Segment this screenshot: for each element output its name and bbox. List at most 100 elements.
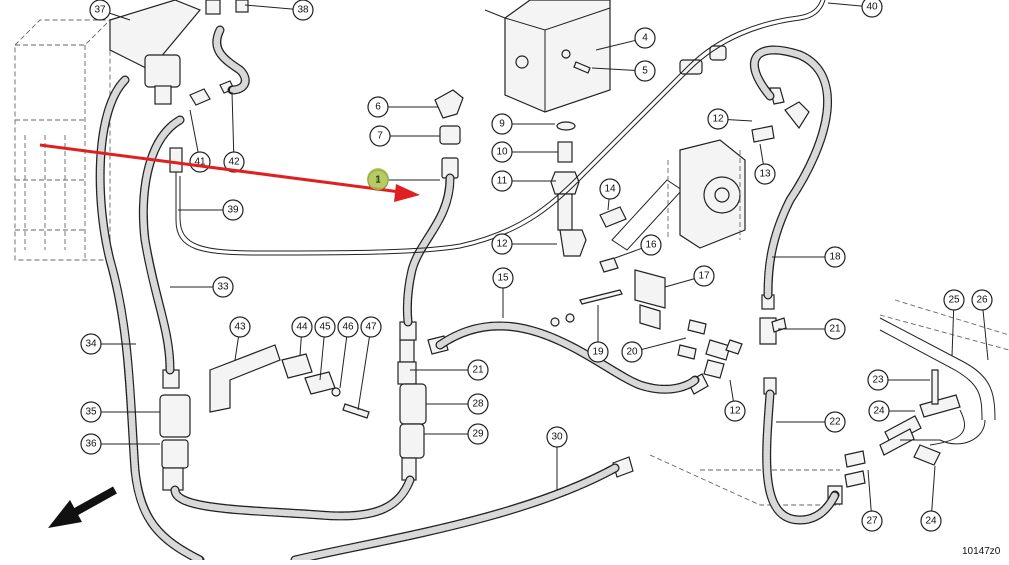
part-number-label: 17 [698, 271, 710, 282]
part-number-label: 7 [377, 131, 383, 142]
annotation-overlay [39, 143, 420, 202]
part-callout-46: 46 [337, 316, 359, 338]
part-callout-5: 5 [634, 60, 656, 82]
valve-box [484, 0, 611, 113]
part-callout-18: 18 [824, 246, 846, 268]
part-callout-34: 34 [80, 333, 102, 355]
part-number-label: 33 [217, 282, 229, 293]
highlighted-part-number: 1 [375, 175, 381, 186]
part-number-label: 47 [365, 322, 377, 333]
part-number-label: 38 [297, 5, 309, 16]
part-number-label: 41 [194, 157, 206, 168]
part-number-label: 12 [712, 114, 724, 125]
part-number-label: 40 [866, 2, 878, 13]
part-number-label: 6 [375, 102, 381, 113]
part-callout-14: 14 [599, 178, 621, 200]
part-number-label: 11 [497, 176, 508, 187]
part-callout-40: 40 [861, 0, 883, 18]
part-number-label: 30 [551, 432, 563, 443]
part-callout-19: 19 [587, 341, 609, 363]
part-callout-9: 9 [491, 113, 513, 135]
part-callout-24: 24 [868, 400, 890, 422]
part-number-label: 29 [472, 429, 484, 440]
part-callout-4: 4 [634, 27, 656, 49]
part-number-label: 4 [642, 33, 648, 44]
part-number-label: 35 [85, 407, 97, 418]
part-callout-21: 21 [467, 359, 489, 381]
part-callout-22: 22 [824, 411, 846, 433]
part-number-label: 14 [604, 184, 616, 195]
leader-line [231, 91, 235, 163]
part-callout-26: 26 [971, 289, 993, 311]
part-callout-7: 7 [369, 125, 391, 147]
machine-frame [14, 19, 1009, 506]
part-callout-27: 27 [861, 510, 883, 532]
red-callout-arrow [39, 143, 401, 194]
part-number-label: 5 [642, 66, 648, 77]
part-callout-38: 38 [292, 0, 314, 21]
part-callout-35: 35 [80, 401, 102, 423]
part-callout-6: 6 [367, 96, 389, 118]
part-callout-20: 20 [621, 341, 643, 363]
part-callout-10: 10 [491, 141, 513, 163]
part-callout-47: 47 [360, 316, 382, 338]
bracket-parts [209, 344, 370, 419]
part-number-label: 45 [319, 322, 331, 333]
part-number-label: 43 [234, 322, 246, 333]
part-callout-16: 16 [640, 234, 662, 256]
part-number-label: 20 [626, 347, 638, 358]
drawing-code: 10147z0 [962, 546, 1001, 557]
part-number-label: 37 [94, 5, 106, 16]
part-callout-12: 12 [707, 108, 729, 130]
part-callout-17: 17 [693, 265, 715, 287]
lines [175, 0, 996, 446]
part-callout-21: 21 [824, 318, 846, 340]
pump-assembly [109, 0, 249, 173]
part-number-label: 42 [228, 157, 240, 168]
part-callout-41: 41 [189, 151, 211, 173]
part-number-label: 36 [85, 439, 97, 450]
part-number-label: 28 [472, 399, 484, 410]
part-callout-24: 24 [920, 510, 942, 532]
part-callout-12: 12 [491, 233, 513, 255]
leader-line [357, 326, 372, 411]
fittings [159, 45, 961, 505]
part-callout-44: 44 [291, 316, 313, 338]
part-callout-23: 23 [867, 369, 889, 391]
part-number-label: 10 [496, 147, 508, 158]
part-number-label: 25 [948, 295, 960, 306]
part-callout-11: 11 [491, 170, 513, 192]
red-arrow-head [394, 184, 420, 202]
part-number-label: 24 [873, 406, 885, 417]
part-callout-33: 33 [212, 276, 234, 298]
belt-drive [667, 139, 746, 249]
part-number-label: 15 [497, 273, 509, 284]
part-number-label: 44 [296, 322, 308, 333]
part-number-label: 13 [759, 169, 771, 180]
part-number-label: 24 [925, 516, 937, 527]
part-callout-37: 37 [89, 0, 111, 21]
part-callout-12: 12 [724, 400, 746, 422]
part-number-label: 34 [85, 339, 97, 350]
highlight-marker [367, 168, 389, 190]
part-callout-39: 39 [222, 199, 244, 221]
part-number-label: 16 [645, 240, 657, 251]
part-callout-29: 29 [467, 423, 489, 445]
part-number-label: 39 [227, 205, 239, 216]
part-callout-36: 36 [80, 433, 102, 455]
part-number-label: 9 [499, 119, 505, 130]
part-number-label: 21 [472, 365, 484, 376]
callout-layer: 3738404567891011121213141516171819202121… [80, 0, 993, 532]
part-number-label: 27 [866, 516, 878, 527]
part-callout-28: 28 [467, 393, 489, 415]
part-number-label: 22 [829, 417, 841, 428]
part-callout-43: 43 [229, 316, 251, 338]
part-callout-25: 25 [943, 289, 965, 311]
hoses [95, 25, 840, 565]
part-callout-42: 42 [223, 151, 245, 173]
part-callout-45: 45 [314, 316, 336, 338]
direction-arrow-icon [48, 486, 117, 528]
part-callout-15: 15 [492, 267, 514, 289]
part-number-label: 12 [496, 239, 508, 250]
